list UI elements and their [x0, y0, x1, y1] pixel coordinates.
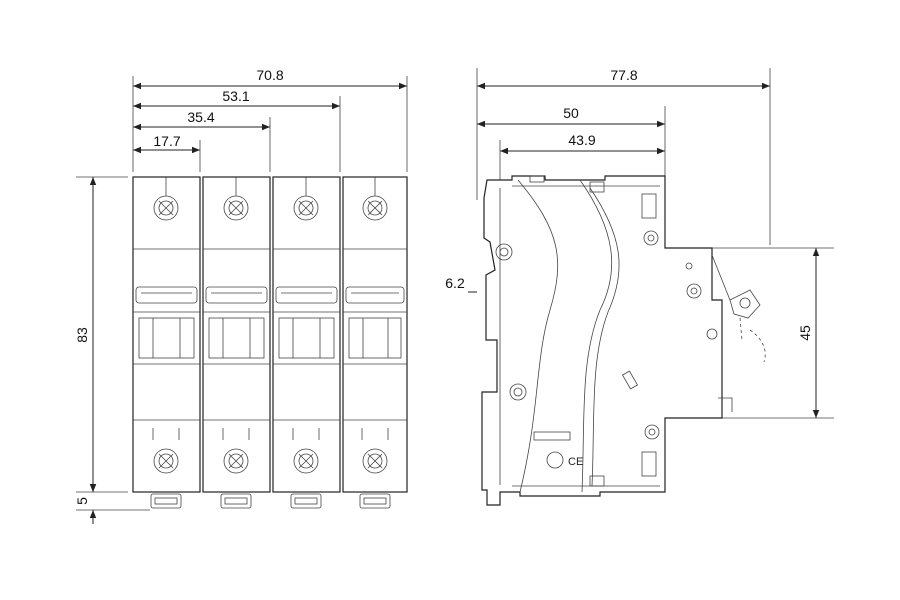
dim-label-77-8: 77.8: [610, 67, 637, 83]
dim-label-43-9: 43.9: [568, 132, 595, 148]
height-dimension-83: 83: [74, 177, 97, 492]
width-dimension-70-8: 70.8: [133, 67, 407, 90]
width-dimension-53-1: 53.1: [133, 88, 340, 110]
pole-3: [272, 176, 341, 509]
depth-dimension-43-9: 43.9: [500, 132, 665, 155]
front-view: 70.8 53.1 35.4 17.7 83: [74, 67, 408, 524]
width-dimension-35-4: 35.4: [133, 109, 270, 131]
dim-label-70-8: 70.8: [256, 67, 283, 83]
dim-label-17-7: 17.7: [153, 133, 180, 149]
breaker-side-profile: CE: [481, 175, 766, 506]
dim-label-5: 5: [74, 497, 90, 505]
din-height-dimension-45: 45: [797, 248, 820, 418]
pole-1: [132, 176, 201, 509]
dim-label-45: 45: [797, 325, 813, 341]
depth-dimension-77-8: 77.8: [477, 67, 770, 90]
dim-label-6-2: 6.2: [445, 275, 465, 291]
dim-label-53-1: 53.1: [222, 88, 249, 104]
ce-mark: CE: [568, 456, 583, 468]
pole-4: [342, 176, 408, 509]
dim-label-50: 50: [563, 105, 579, 121]
foot-dimension-5: 5: [74, 478, 97, 524]
pole-2: [202, 176, 271, 509]
dim-label-35-4: 35.4: [187, 109, 214, 125]
width-dimension-17-7: 17.7: [133, 133, 200, 154]
depth-dimension-50: 50: [477, 105, 665, 128]
side-view: 77.8 50 43.9 6.2 45: [445, 67, 834, 506]
dim-label-83: 83: [74, 327, 90, 343]
extension-lines-front: [76, 76, 408, 511]
